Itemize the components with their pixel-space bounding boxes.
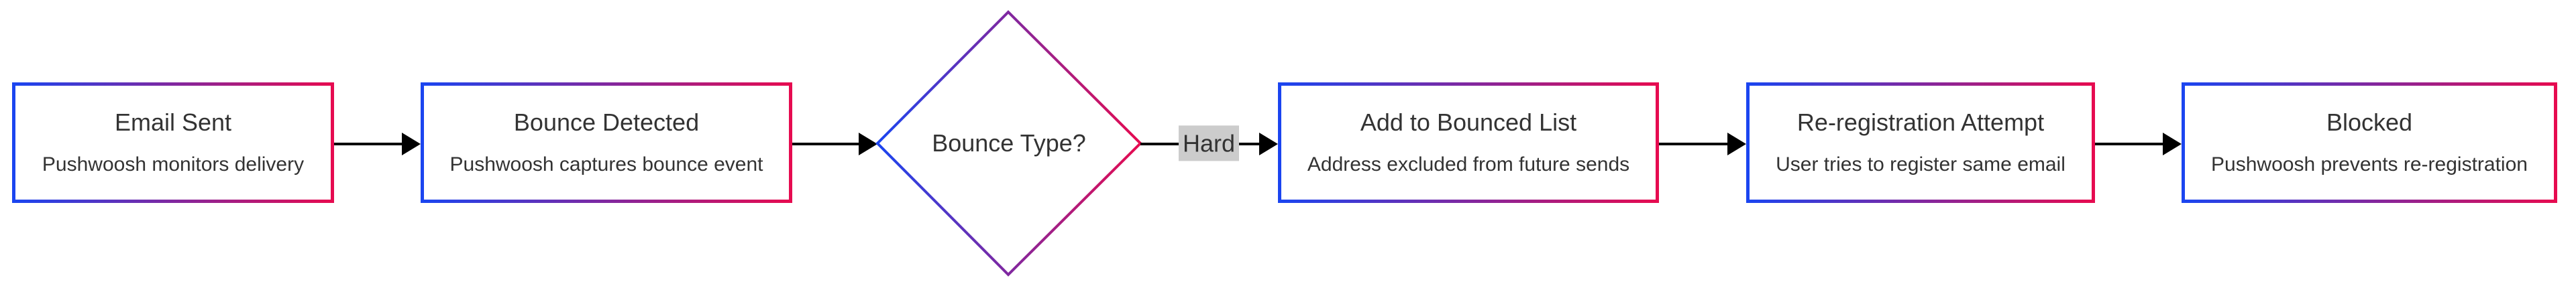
arrow-shaft [1659, 143, 1730, 145]
arrow-shaft [792, 143, 861, 145]
arrow-head-icon [2163, 133, 2182, 155]
arrow-shaft [2095, 143, 2165, 145]
node-title: Email Sent [114, 109, 232, 137]
node-subtitle: Pushwoosh monitors delivery [42, 153, 305, 176]
node-title: Bounce Detected [513, 109, 700, 137]
node-subtitle: Pushwoosh captures bounce event [449, 153, 763, 176]
node-email-sent: Email Sent Pushwoosh monitors delivery [12, 82, 334, 203]
node-add-to-bounced-list: Add to Bounced List Address excluded fro… [1278, 82, 1659, 203]
edge-bounce-detected-to-bounce-type [792, 133, 877, 155]
edge-label-hard: Hard [1178, 125, 1240, 161]
node-title: Blocked [2326, 109, 2413, 137]
node-subtitle: User tries to register same email [1776, 153, 2065, 176]
node-bounce-detected: Bounce Detected Pushwoosh captures bounc… [421, 82, 792, 203]
node-re-registration-attempt: Re-registration Attempt User tries to re… [1746, 82, 2095, 203]
edge-add-to-bounced-list-to-re-registration-attempt [1659, 133, 1746, 155]
arrow-head-icon [859, 133, 877, 155]
node-blocked: Blocked Pushwoosh prevents re-registrati… [2182, 82, 2557, 203]
edge-email-sent-to-bounce-detected [334, 133, 421, 155]
arrow-head-icon [1259, 133, 1278, 155]
node-subtitle: Address excluded from future sends [1307, 153, 1630, 176]
arrow-head-icon [402, 133, 421, 155]
arrow-head-icon [1727, 133, 1746, 155]
node-subtitle: Pushwoosh prevents re-registration [2211, 153, 2528, 176]
arrow-shaft [334, 143, 405, 145]
edge-re-registration-attempt-to-blocked [2095, 133, 2182, 155]
node-bounce-type: Bounce Type? [932, 129, 1086, 157]
node-title: Add to Bounced List [1360, 109, 1577, 137]
node-title: Re-registration Attempt [1796, 109, 2045, 137]
